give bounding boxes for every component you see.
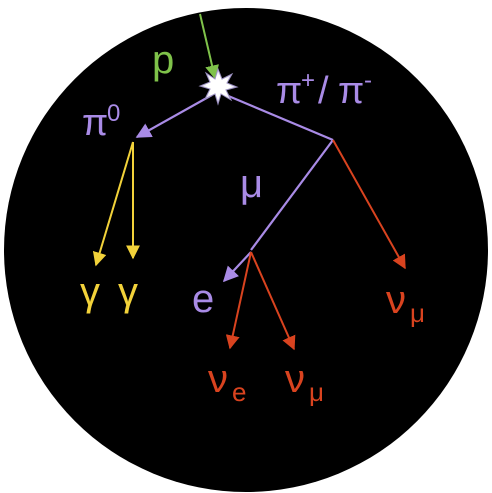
label-pi0: π 0 (82, 100, 120, 144)
label-nu-mu-1-sub: μ (410, 298, 425, 328)
label-charged-pion: π + / π - (276, 67, 372, 112)
label-nu-e-sub: e (232, 377, 246, 407)
track-electron (222, 251, 252, 283)
label-nu-e-base: ν (208, 357, 228, 401)
label-nu-mu-1-base: ν (386, 278, 406, 322)
track-pi0 (135, 94, 213, 138)
track-nu-e (225, 251, 252, 350)
track-nu-mu-2 (250, 251, 296, 351)
track-proton (199, 13, 219, 80)
label-pi0-base: π (82, 102, 108, 144)
label-charged-pion-sep: / (318, 70, 329, 112)
label-charged-pion-a: π (276, 70, 302, 112)
starburst-icon (198, 67, 239, 106)
label-charged-pion-sup-b: - (364, 67, 372, 94)
label-nu-mu-2-sub: μ (309, 377, 324, 407)
label-muon: μ (240, 162, 263, 206)
label-charged-pion-sup-a: + (301, 67, 315, 94)
label-proton: p (152, 38, 174, 82)
label-nu-mu-2: ν μ (285, 357, 324, 407)
track-photon-1 (92, 141, 134, 267)
label-charged-pion-b: π (338, 70, 364, 112)
label-nu-e: ν e (208, 357, 246, 407)
label-gamma-1: γ (80, 270, 100, 314)
track-charged-pion (225, 93, 334, 142)
track-muon (250, 139, 334, 251)
black-disc-background (4, 8, 488, 492)
label-nu-mu-2-base: ν (285, 357, 305, 401)
label-electron: e (192, 277, 214, 321)
label-pi0-sup: 0 (107, 100, 120, 127)
label-gamma-2: γ (118, 270, 138, 314)
label-nu-mu-1: ν μ (386, 278, 425, 328)
track-nu-mu-1 (332, 139, 406, 270)
